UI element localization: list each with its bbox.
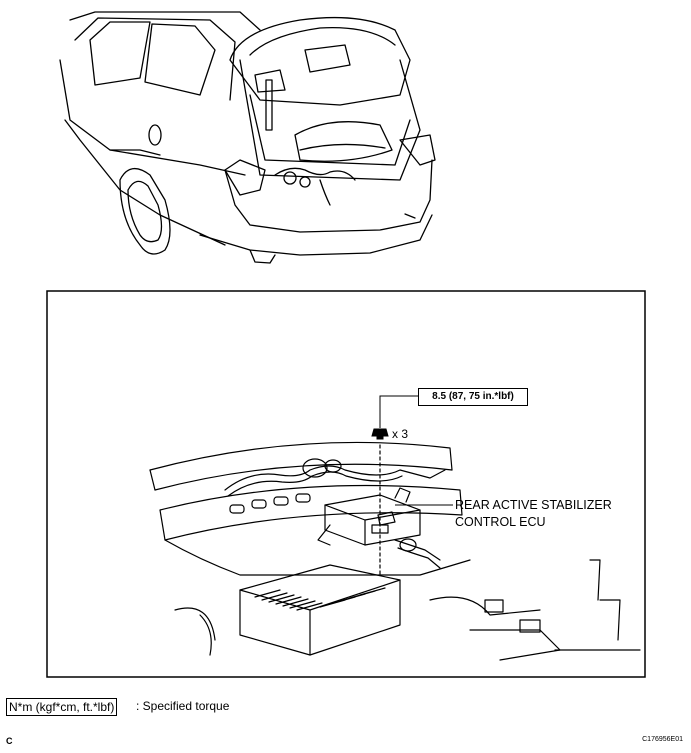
quantity-label: x 3 bbox=[392, 427, 409, 441]
legend-unit-box: N*m (kgf*cm, ft.*lbf) bbox=[6, 698, 118, 716]
corner-code: C bbox=[6, 736, 13, 746]
car-rear-view-illustration bbox=[59, 11, 436, 264]
legend-text: : Specified torque bbox=[136, 699, 230, 713]
leader-lines bbox=[379, 395, 453, 506]
trunk-interior-detail-illustration bbox=[149, 441, 641, 661]
component-label-line1: REAR ACTIVE STABILIZER bbox=[455, 498, 612, 512]
nut-icon bbox=[371, 428, 389, 440]
component-label-line2: CONTROL ECU bbox=[455, 515, 546, 529]
figure-id: C176956E01 bbox=[642, 736, 683, 743]
detail-frame bbox=[46, 290, 646, 678]
component-label: REAR ACTIVE STABILIZER CONTROL ECU bbox=[455, 497, 612, 531]
torque-spec-box: 8.5 (87, 75 in.*lbf) bbox=[418, 388, 528, 406]
